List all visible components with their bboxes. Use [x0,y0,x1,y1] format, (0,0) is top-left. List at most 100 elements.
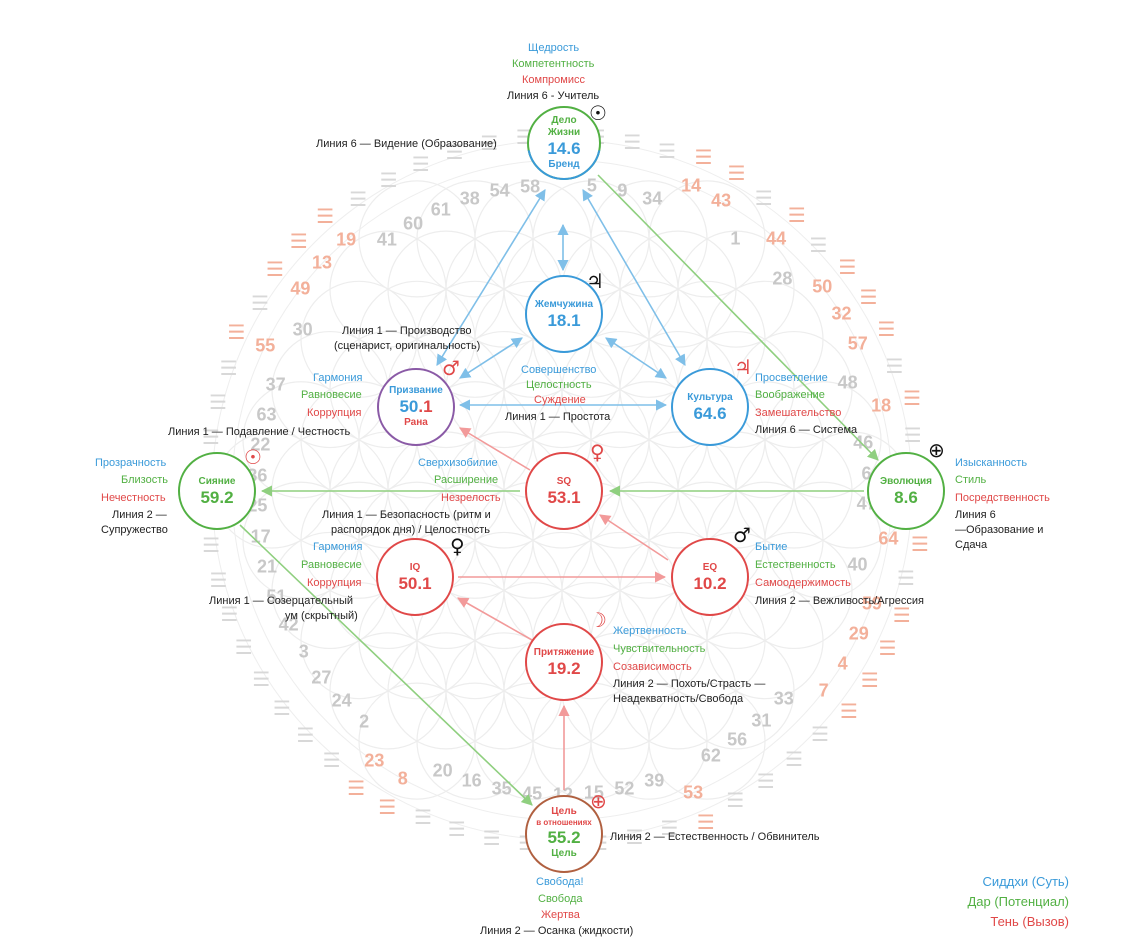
prizvanie-gift: Равновесие [301,389,362,401]
node-value-a: 50 [399,397,419,416]
siyanie-line: Линия 2 — [112,509,167,521]
wheel-gate-number: 59 [861,593,882,614]
wheel-gate-number: 46 [853,432,874,453]
wheel-gate-number: 62 [700,745,721,766]
sq-gift: Расширение [434,474,499,486]
wheel-gate-number: 18 [871,395,892,416]
node-cel[interactable]: Цель в отношениях 55.2 Цель [525,795,603,873]
node-title: Притяжение [533,647,595,658]
node-kultura[interactable]: Культура 64.6 [671,368,749,446]
wheel-gate-number: 1 [730,228,741,249]
hexagram-icon: ☰ [296,723,315,748]
node-subtitle: Цель [551,848,577,859]
hexagram-icon: ☰ [234,635,253,660]
legend-siddhi: Сиддхи (Суть) [982,874,1069,889]
node-prizvanie[interactable]: Призвание 50.1 Рана [377,368,455,446]
node-evolution[interactable]: Эволюция 8.6 [867,452,945,530]
evolution-line: Линия 6 [955,509,996,521]
hexagram-icon: ☰ [840,698,858,723]
prityazhenie-siddhi: Жертвенность [613,625,687,637]
hexagram-icon: ☰ [694,144,713,169]
node-delo-zhizni[interactable]: Дело Жизни 14.6 Бренд [527,106,601,180]
hexagram-icon: ☰ [445,139,464,164]
jupiter-icon: ♃ [734,355,752,379]
hexagram-icon: ☰ [347,775,366,800]
venus-icon: ♀ [590,440,605,464]
wheel-gate-number: 60 [403,213,424,234]
hexagram-icon: ☰ [860,668,879,693]
wheel-gate-number: 21 [256,556,277,577]
node-pearl[interactable]: Жемчужина 18.1 [525,275,603,353]
flower-circle [590,682,708,800]
hexagram-icon: ☰ [251,291,270,316]
prizvanie-line-honesty: Линия 1 — Подавление / Честность [168,426,351,438]
mars-icon: ♂ [733,523,751,547]
node-title: Культура [687,392,733,403]
hexagram-icon: ☰ [811,721,830,746]
node-value: 19.2 [547,659,581,678]
cel-siddhi: Свобода! [536,876,584,888]
hexagram-icon: ☰ [349,187,368,212]
node-title: Призвание [389,385,443,396]
kultura-siddhi: Просветление [755,372,828,384]
siyanie-gift: Близость [121,474,168,486]
delo-line-vision: Линия 6 — Видение (Образование) [316,138,497,150]
jupiter-icon: ♃ [586,269,604,293]
evolution-shadow: Посредственность [955,492,1050,504]
sun-icon: ☉ [589,101,607,125]
cel-line: Линия 2 — Осанка (жидкости) [480,925,634,937]
wheel-gate-number: 2 [359,711,370,732]
iq-shadow: Коррупция [307,577,362,589]
hexagram-icon: ☰ [316,204,335,229]
hexagram-icon: ☰ [787,202,806,227]
hexagram-icon: ☰ [660,816,679,841]
hexagram-icon: ☰ [480,130,499,155]
wheel-gate-number: 50 [812,276,833,297]
wheel-gate-number: 55 [255,335,276,356]
wheel-gate-number: 51 [266,586,287,607]
hexagram-icon: ☰ [877,317,896,342]
hexagram-icon: ☰ [903,423,922,448]
node-siyanie[interactable]: Сияние 59.2 [178,452,256,530]
cel-shadow: Жертва [541,909,580,921]
node-value: 18.1 [547,311,581,330]
connection-arrow [459,337,523,379]
wheel-gate-number: 16 [461,770,482,791]
prityazhenie-line-b: Неадекватность/Свобода [613,693,744,705]
sq-line: Линия 1 — Безопасность (ритм и [322,509,491,521]
iq-line-b: ум (скрытный) [285,610,358,622]
hexagram-icon: ☰ [696,810,715,835]
node-sq[interactable]: SQ 53.1 [525,452,603,530]
wheel-gate-number: 48 [837,372,858,393]
node-value: 50.1 [379,397,453,417]
hexagram-icon: ☰ [447,817,466,842]
hexagram-icon: ☰ [273,696,291,721]
node-prityazhenie[interactable]: Притяжение 19.2 [525,623,603,701]
wheel-gate-number: 5 [586,175,597,196]
node-title: SQ [556,476,572,487]
hexagram-icon: ☰ [809,232,828,257]
eq-gift: Естественность [755,559,836,571]
node-value: 10.2 [693,574,727,593]
hexagram-icon: ☰ [289,229,308,254]
prizvanie-siddhi: Гармония [313,372,363,384]
hexagram-icon: ☰ [785,746,804,771]
hexagram-icon: ☰ [219,355,238,380]
sun-icon: ☉ [244,445,262,469]
wheel-gate-number: 37 [265,374,286,395]
earth-icon: ⊕ [590,789,607,813]
hexagram-icon: ☰ [726,787,745,812]
wheel-gate-number: 13 [312,252,333,273]
hexagram-icon: ☰ [892,602,911,627]
node-title: IQ [409,562,421,573]
node-eq[interactable]: EQ 10.2 [671,538,749,616]
prityazhenie-line: Линия 2 — Похоть/Страсть — [613,678,766,690]
hexagram-icon: ☰ [885,353,904,378]
wheel-gate-number: 3 [298,641,309,662]
delo-shadow: Компромисс [522,74,585,86]
node-iq[interactable]: IQ 50.1 [376,538,454,616]
hexagram-icon: ☰ [903,386,922,411]
node-title: Дело [551,115,577,126]
connection-arrow [599,514,669,561]
